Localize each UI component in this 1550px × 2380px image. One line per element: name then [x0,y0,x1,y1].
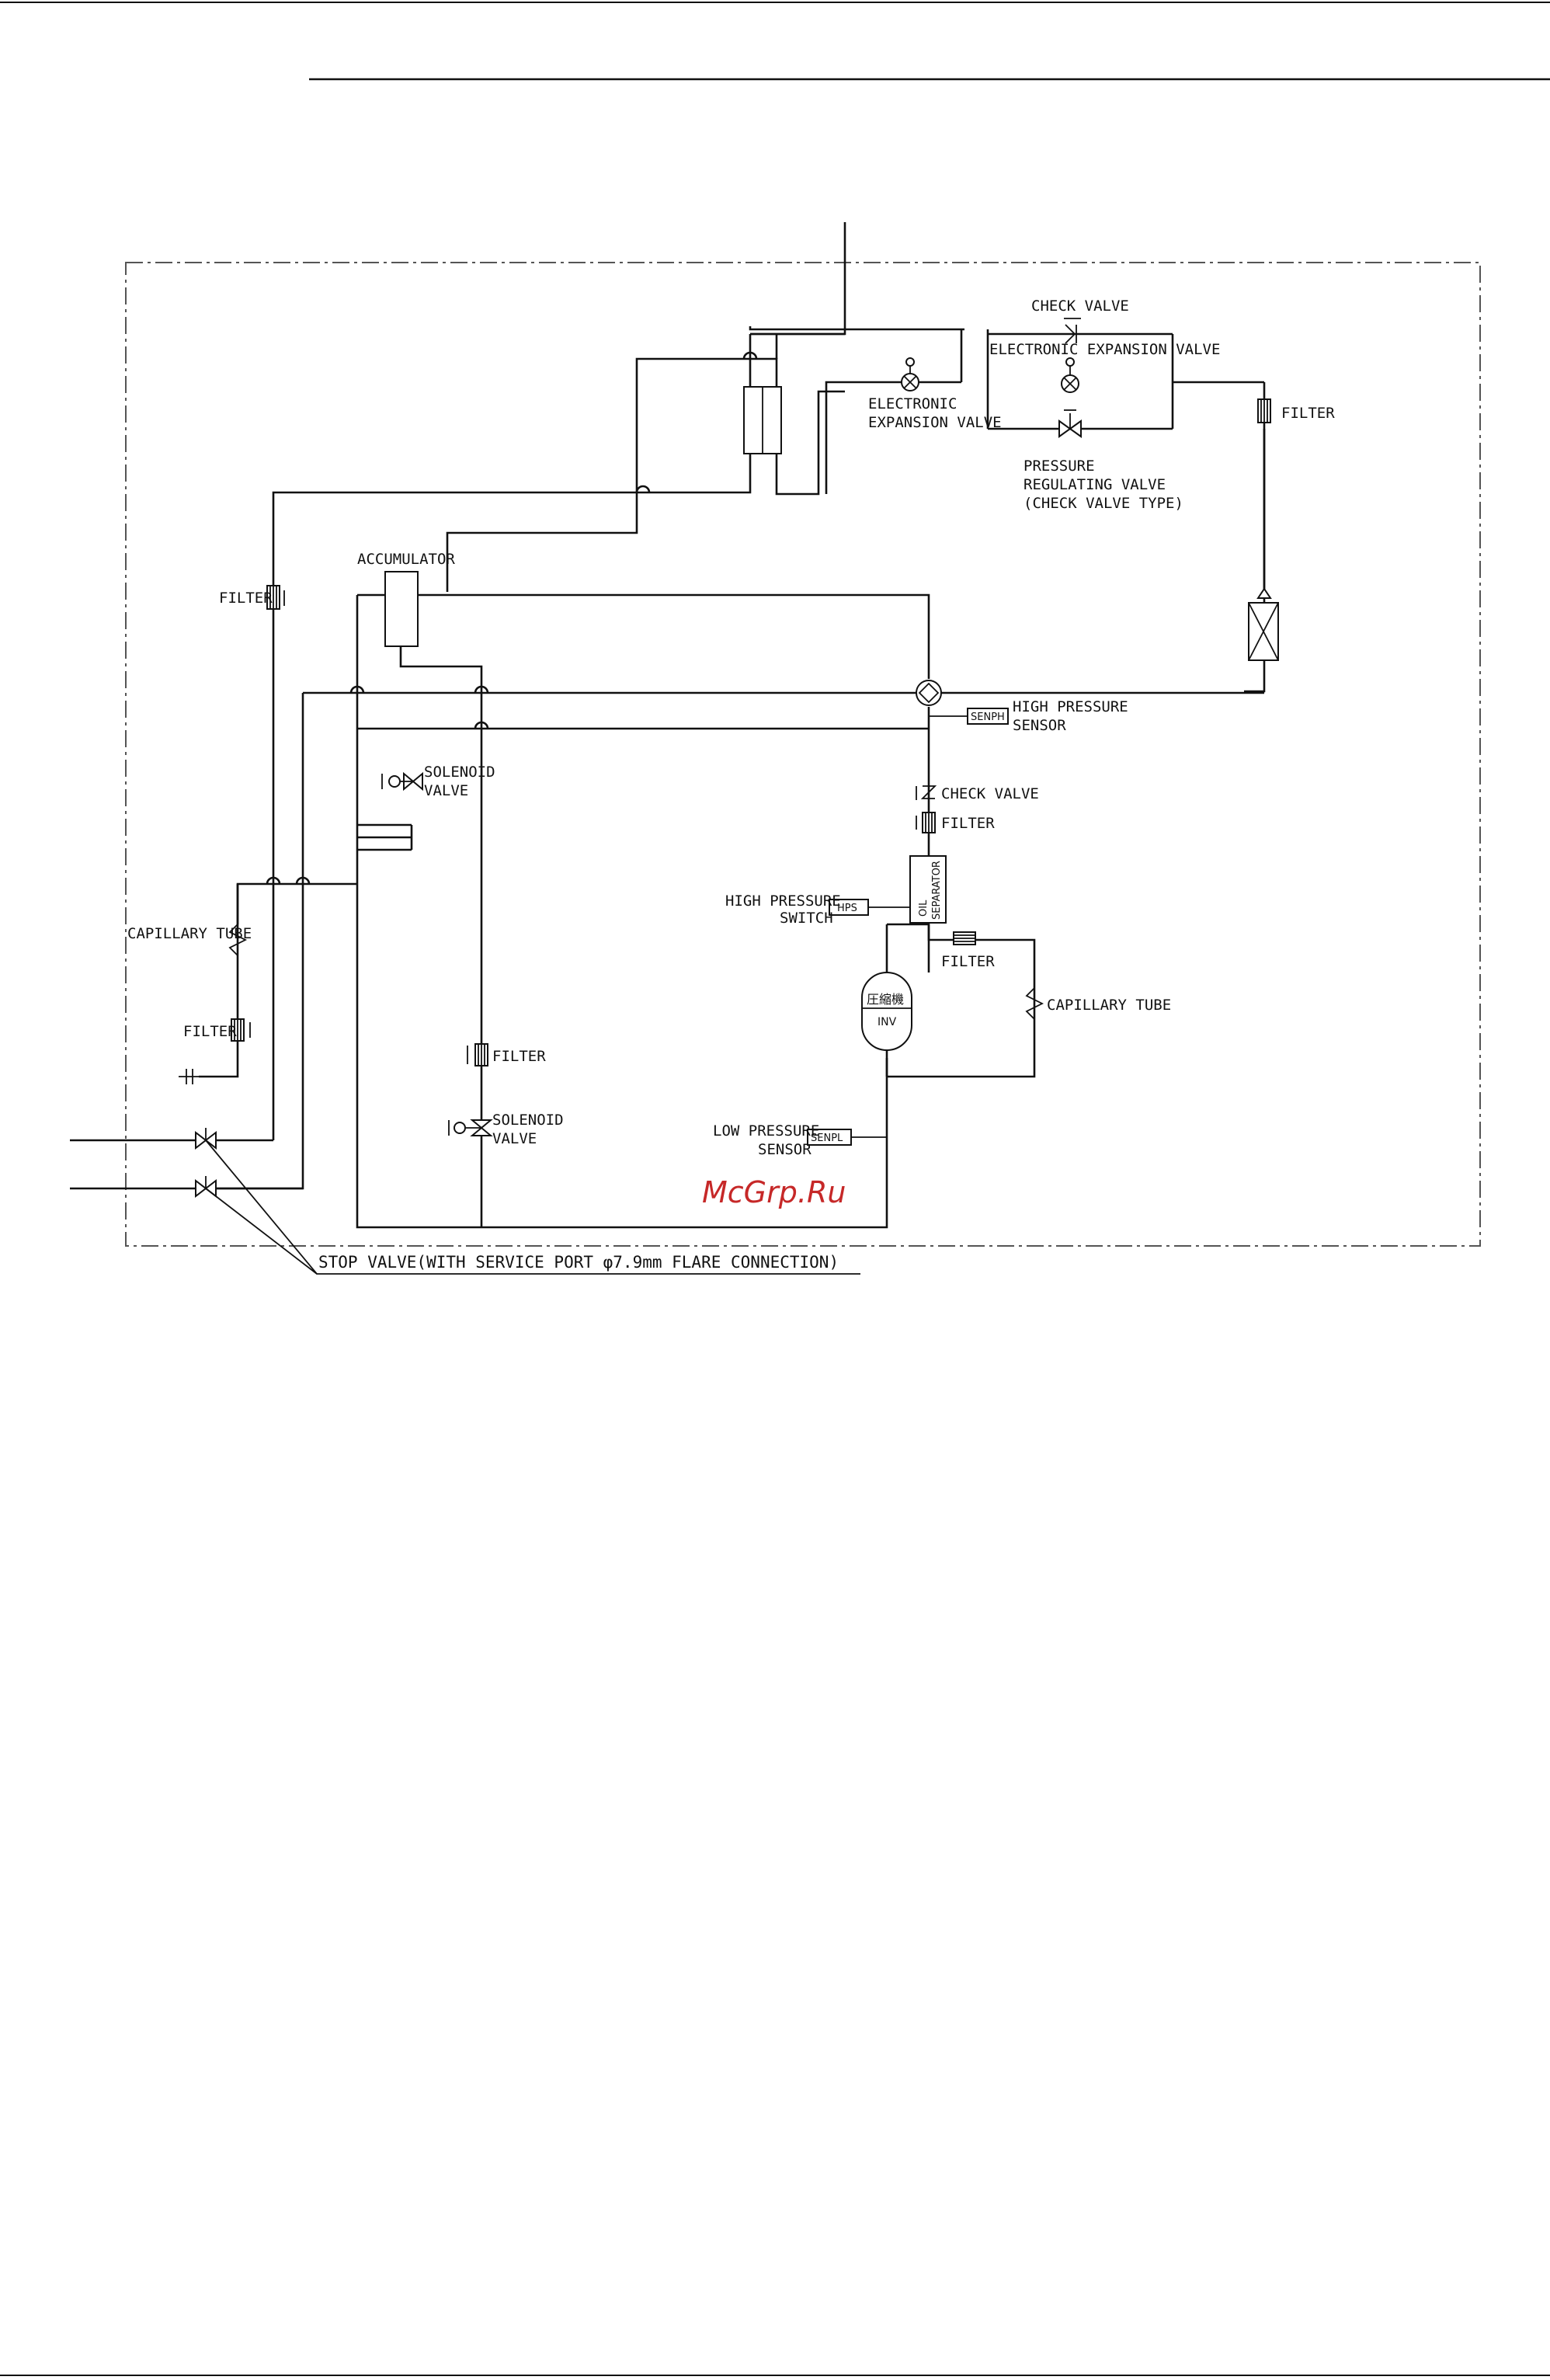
check-valve-mid-label: CHECK VALVE [941,785,1039,802]
hps-label-2: SWITCH [780,910,833,927]
senph-box [967,708,1009,725]
watermark: McGrp.Ru [702,1175,846,1209]
hp-sensor-label-2: SENSOR [1013,717,1066,734]
outdoor-coil-icon [1248,587,1279,661]
senph-tag: SENPH [971,712,1005,723]
crossovers [266,351,758,885]
eev-left-icon [901,357,919,391]
compressor-vessel [861,972,912,1051]
capillary-left-label: CAPILLARY TUBE [127,925,252,942]
filter-left-low-icon [231,1018,251,1042]
lp-sensor-label-1: LOW PRESSURE [713,1122,819,1140]
capillary-right-label: CAPILLARY TUBE [1047,997,1171,1014]
eev-left-label-2: EXPANSION VALVE [868,414,1002,431]
solenoid-valve-2-icon [448,1119,493,1136]
eev-left-label-1: ELECTRONIC [868,395,957,412]
filter-left-top-label: FILTER [219,590,273,607]
check-valve-top-icon [1064,318,1081,344]
stop-valve-label: STOP VALVE(WITH SERVICE PORT φ7.9mm FLAR… [318,1253,839,1272]
stop-valve-upper-icon [195,1128,217,1150]
lp-sensor-label-2: SENSOR [758,1141,811,1158]
prv-label-3: (CHECK VALVE TYPE) [1023,495,1183,512]
compressor-inv-label: INV [878,1016,897,1028]
capillary-left-icon [228,924,248,1077]
filter-mid-label: FILTER [941,815,995,832]
senpl-box [807,1129,852,1146]
piping [70,222,1266,1229]
solenoid-valve-1-icon [381,771,423,792]
oil-label: OIL [918,899,930,917]
check-valve-top-label: CHECK VALVE [1031,298,1129,315]
check-valve-mid-icon [916,785,937,800]
four-way-valve-icon [916,680,942,706]
filter-mid-icon [916,812,936,833]
filter-separator-icon [953,931,976,945]
compressor-jp-label: 圧縮機 [867,992,904,1007]
filter-left-top-icon [266,585,285,610]
prv-label-2: REGULATING VALVE [1023,476,1166,493]
solenoid-2-label-2: VALVE [492,1130,537,1147]
separator-label: SEPARATOR [931,861,943,920]
accumulator-vessel [384,571,419,647]
eev-right-label: ELECTRONIC EXPANSION VALVE [989,341,1220,358]
solenoid-1-label-2: VALVE [424,782,468,799]
filter-separator-label: FILTER [941,953,995,970]
solenoid-1-label-1: SOLENOID [424,764,495,781]
senpl-tag: SENPL [811,1133,843,1144]
filter-right-label: FILTER [1281,405,1335,422]
oil-separator-vessel [909,855,947,924]
filter-right-icon [1257,398,1271,423]
hps-box [829,899,869,916]
hp-sensor-label-1: HIGH PRESSURE [1013,698,1128,715]
accumulator-label: ACCUMULATOR [357,551,455,568]
hps-tag: HPS [837,903,857,914]
hps-label-1: HIGH PRESSURE [725,893,841,910]
filter-center-low-label: FILTER [492,1048,546,1065]
pressure-regulating-valve-icon [1058,409,1082,438]
filter-left-low-label: FILTER [183,1023,237,1040]
solenoid-2-label-1: SOLENOID [492,1112,564,1129]
prv-label-1: PRESSURE [1023,458,1095,475]
filter-center-low-icon [467,1043,488,1066]
unit-boundary [125,262,1481,1247]
eev-right-icon [1061,357,1079,393]
capillary-right-icon [1025,987,1044,1020]
service-port-icon [179,1069,199,1084]
